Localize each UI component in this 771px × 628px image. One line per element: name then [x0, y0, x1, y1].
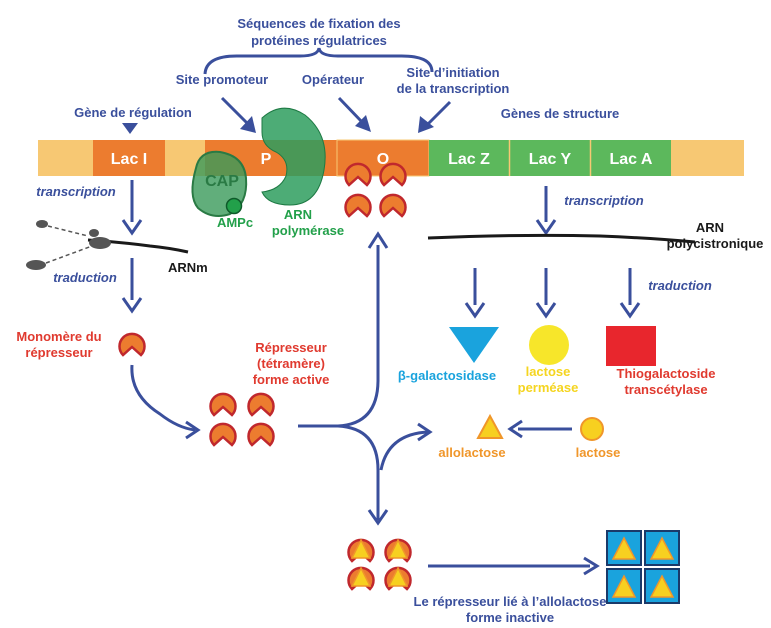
transcription-right-label: transcription — [564, 193, 644, 208]
beta-galactosidase-shape — [449, 327, 499, 363]
gene-lac-y — [510, 140, 590, 176]
lac-y-label: Lac Y — [529, 151, 572, 168]
allolactose-triangle — [476, 413, 504, 439]
arn-polymerase-line2: polymérase — [272, 223, 344, 238]
repressor-monomer — [118, 332, 146, 357]
arn-polymerase-line1: ARN — [284, 207, 312, 222]
monomer-to-tetramer-arrow — [130, 364, 196, 432]
represseur-line1: Répresseur — [255, 340, 327, 355]
lac-a-label: Lac A — [610, 151, 653, 168]
site-promoteur-label: Site promoteur — [176, 72, 268, 87]
site-initiation-line2: de la transcription — [397, 81, 510, 96]
lac-i-label: Lac I — [111, 151, 147, 168]
sequences-title-line1: Séquences de fixation des — [237, 16, 400, 31]
beta-gal-label: β-galactosidase — [398, 368, 496, 383]
ampc-circle — [225, 197, 243, 215]
lactose-permease-line2: perméase — [518, 380, 579, 395]
gene-regulation-label: Gène de régulation — [74, 105, 192, 120]
lactose-permease-shape — [529, 325, 569, 365]
represseur-line3: forme active — [253, 372, 330, 387]
p-label: P — [261, 151, 272, 168]
cap-label: CAP — [205, 173, 239, 190]
gene-lac-a — [591, 140, 671, 176]
inactive-line2: forme inactive — [466, 610, 554, 625]
operateur-arrow — [337, 96, 364, 124]
inactive-line1: Le répresseur lié à l’allolactose — [414, 594, 607, 609]
gene-lac-z — [429, 140, 509, 176]
lactose-circle — [580, 417, 604, 441]
gene-regulation-pointer — [122, 123, 138, 134]
repressor-tetramer-active — [209, 392, 275, 447]
arn-poly-line2: polycistronique — [667, 236, 764, 251]
o-label: O — [377, 151, 389, 168]
inactive-complex-squares — [606, 530, 680, 604]
genes-structure-label: Gènes de structure — [501, 106, 620, 121]
thio-line2: transcétylase — [624, 382, 707, 397]
allolactose-to-junction-line — [379, 430, 429, 471]
monomere-line2: répresseur — [25, 345, 92, 360]
arn-poly-line1: ARN — [696, 220, 724, 235]
lactose-permease-line1: lactose — [526, 364, 571, 379]
tetramer-to-operator-arrow — [298, 245, 380, 428]
transacetylase-shape — [606, 326, 656, 366]
lactose-label: lactose — [576, 445, 621, 460]
ribosome-1 — [89, 237, 111, 249]
sequences-brace — [203, 47, 434, 75]
repressor-inactive — [347, 538, 412, 591]
represseur-line2: (tétramère) — [257, 356, 325, 371]
allolactose-label: allolactose — [438, 445, 505, 460]
traduction-right-label: traduction — [648, 278, 712, 293]
arnm-label: ARNm — [168, 260, 208, 275]
promoteur-arrow — [220, 96, 250, 126]
initiation-arrow — [426, 100, 452, 126]
gene-lac-i — [93, 140, 165, 176]
operateur-label: Opérateur — [302, 72, 364, 87]
traduction-left-label: traduction — [53, 270, 117, 285]
ampc-label: AMPc — [217, 215, 253, 230]
thio-line1: Thiogalactoside — [617, 366, 716, 381]
monomere-line1: Monomère du — [16, 329, 101, 344]
ribosome-2 — [26, 260, 46, 270]
junction-down-arrow — [337, 424, 380, 520]
transcription-left-label: transcription — [36, 184, 116, 199]
sequences-title-line2: protéines régulatrices — [251, 33, 387, 48]
arn-polymerase-shape — [261, 107, 326, 206]
arn-polycistronique-strand — [427, 233, 696, 244]
site-initiation-line1: Site d’initiation — [406, 65, 499, 80]
lac-z-label: Lac Z — [448, 151, 490, 168]
